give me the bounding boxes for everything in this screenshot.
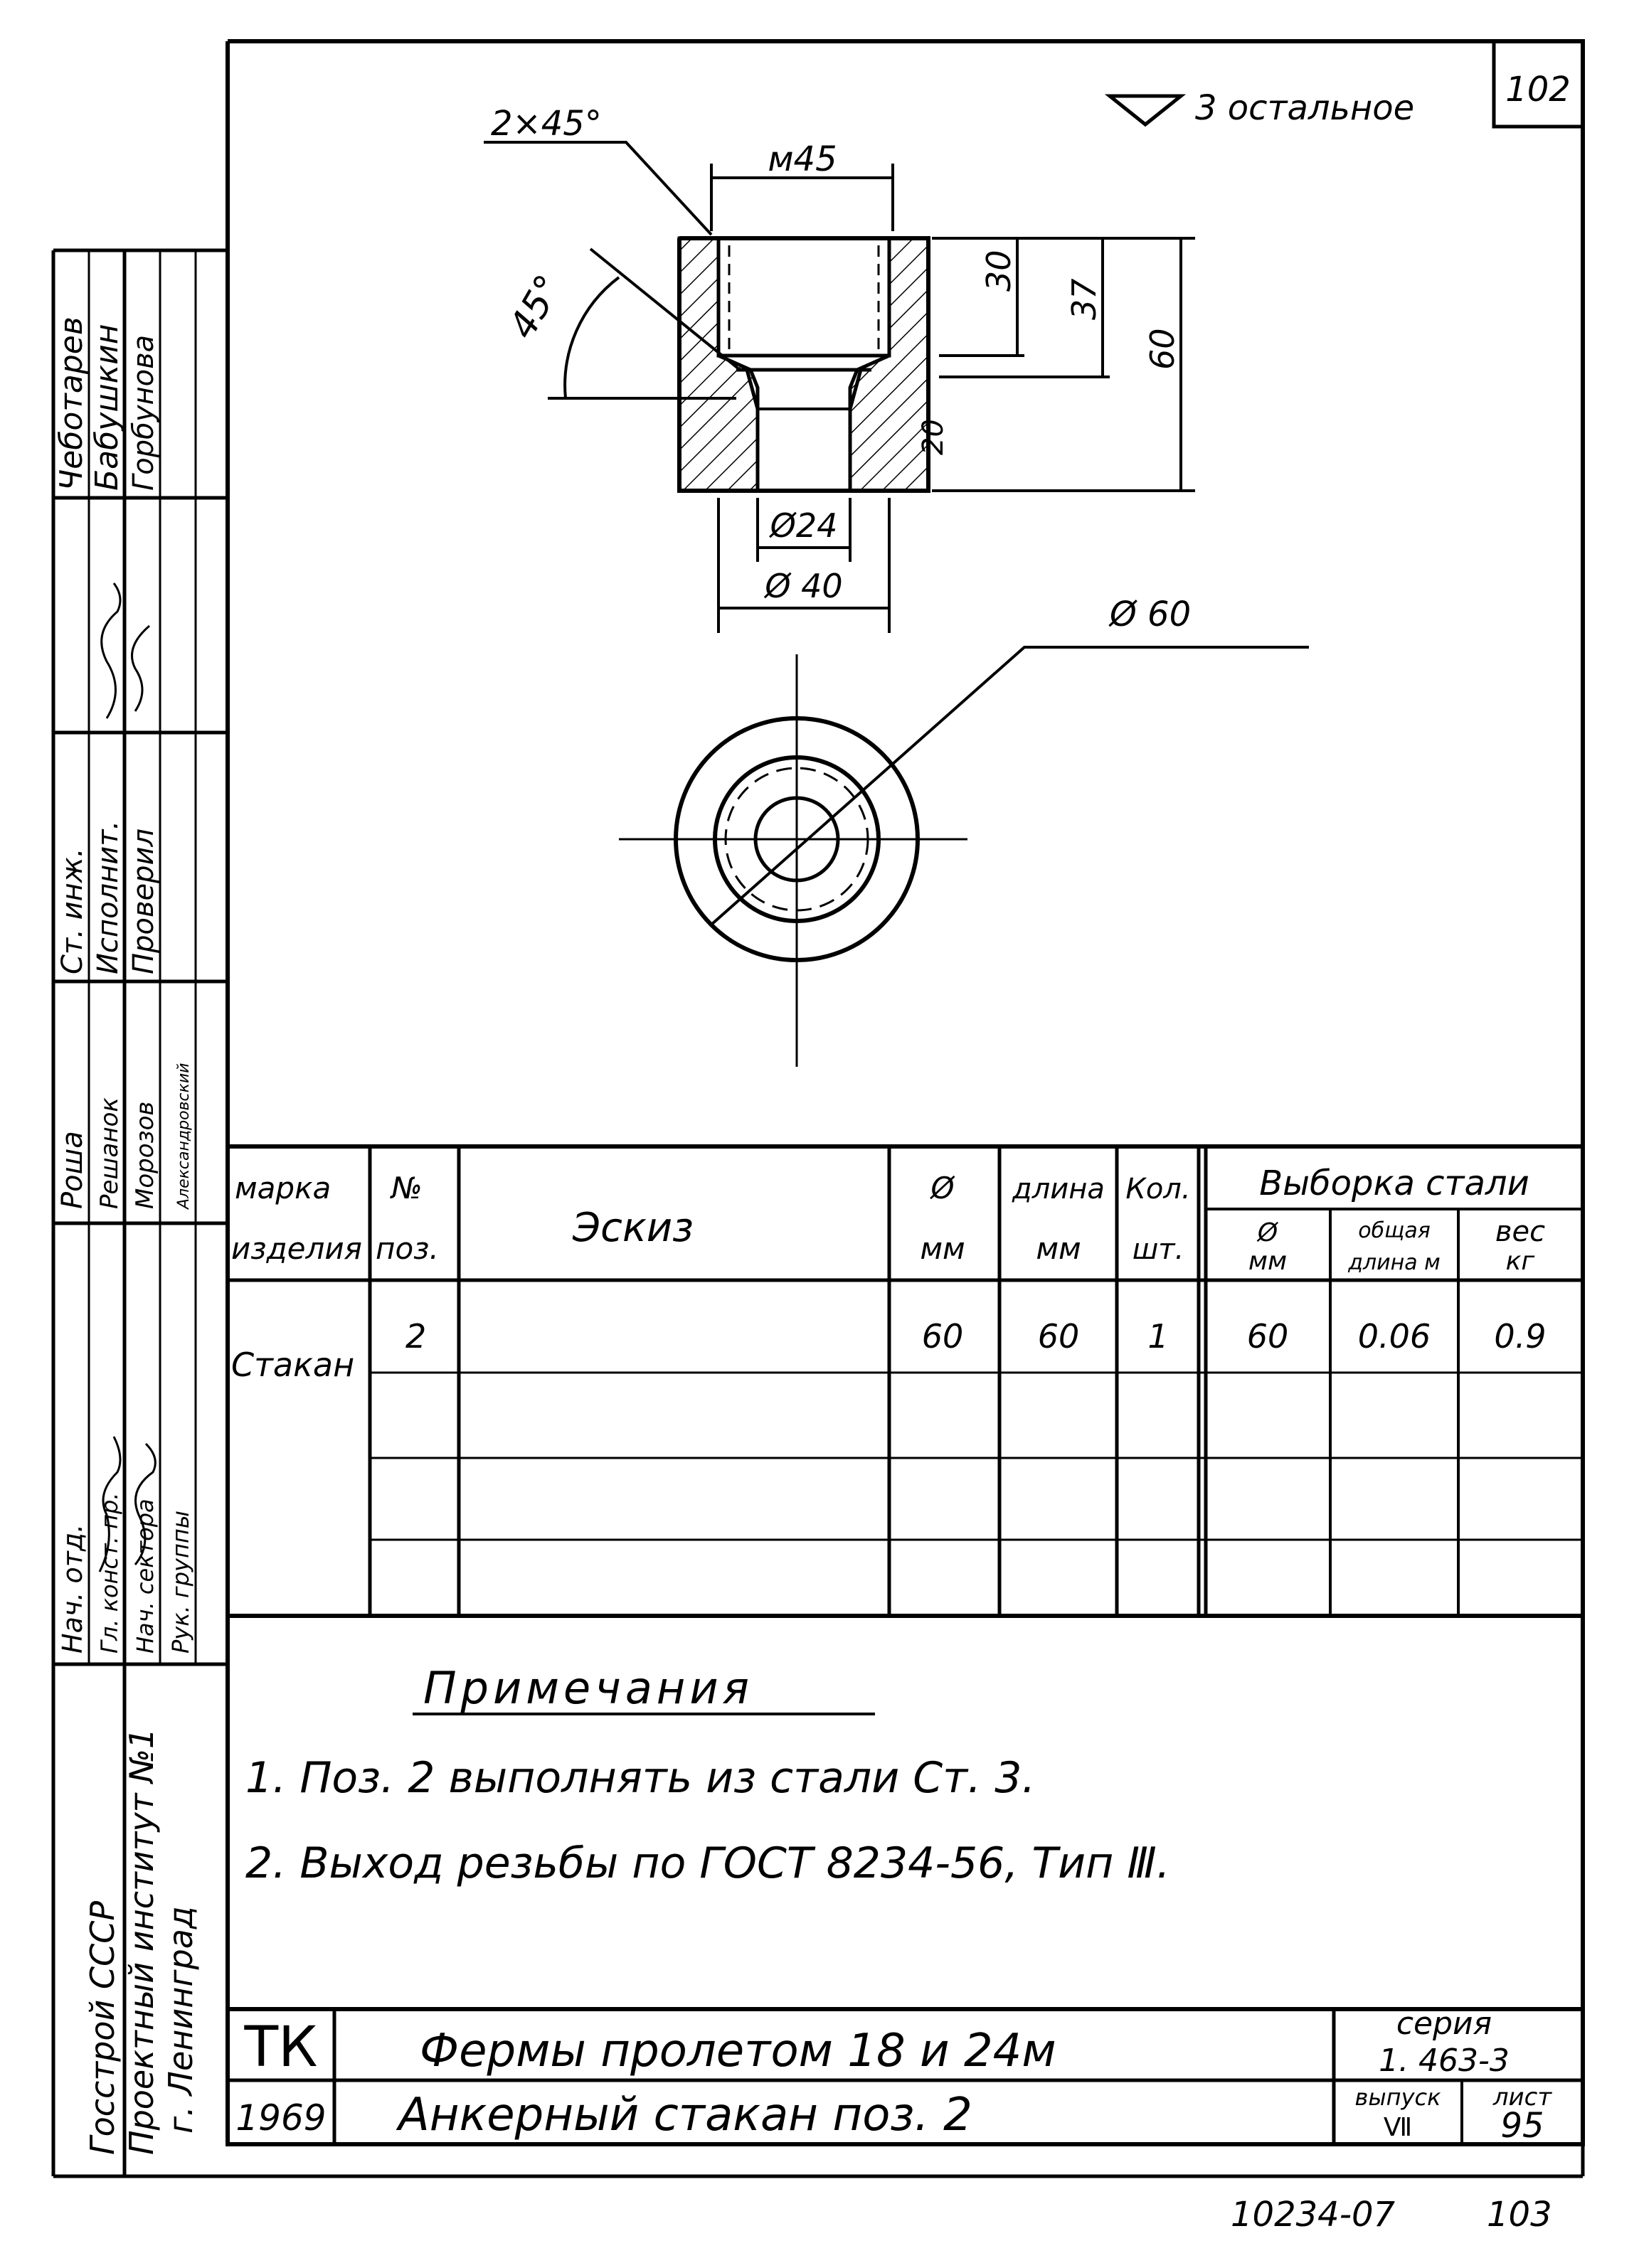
stamp-org-3: г. Ленинград [161,1906,200,2134]
cell-sel-total: 0.06 [1358,1317,1431,1356]
table-row: Стакан 2 60 60 1 60 0.06 0.9 [231,1317,1547,1384]
signature-4 [131,624,150,712]
sheet-label: лист [1492,2083,1553,2112]
hdr-length-2: мм [1036,1231,1081,1266]
issue-label: выпуск [1355,2084,1442,2111]
stamp-name-4: Александровский [175,1063,193,1210]
logo-tk: ТК [243,2016,317,2080]
series-label: серия [1396,2006,1492,2042]
hdr-sel-weight-2: кг [1506,1247,1536,1276]
sheet-value: 95 [1500,2106,1544,2146]
hdr-diam-1: Ø [929,1171,955,1205]
stamp-name-3: Морозов [131,1102,159,1209]
dim-20: 20 [917,419,950,455]
title-line-2: Анкерный стакан поз. 2 [396,2089,972,2141]
signature-2 [134,1442,157,1565]
bore-label: Ø24 [769,506,838,545]
stamp-name-5: Чеботарев [53,316,90,491]
cell-sel-weight: 0.9 [1494,1317,1546,1356]
hdr-marka-1: марка [235,1171,331,1205]
stamp-role-5: Ст. инж. [56,848,89,974]
cell-marka: Стакан [231,1346,354,1384]
stamp-org-1: Госстрой СССР [83,1901,122,2155]
hdr-diam-2: мм [920,1231,965,1266]
hdr-sel-diam-1: Ø [1256,1218,1279,1247]
footer: 10234-07 103 [1231,2195,1552,2235]
dim-30: 30 [980,250,1018,292]
stamp-role-4: Рук. группы [167,1511,194,1654]
roughness-text: 3 остальное [1195,88,1414,128]
notes: Примечания 1. Поз. 2 выполнять из стали … [245,1662,1170,1888]
footer-code: 10234-07 [1231,2195,1396,2235]
footer-page: 103 [1487,2195,1552,2235]
outer-diameter-label: Ø 60 [1108,595,1191,634]
title-block: ТК 1969 Фермы пролетом 18 и 24м Анкерный… [228,2006,1583,2146]
angle-label: 45° [501,268,571,346]
hdr-pos-2: поз. [376,1231,439,1266]
sheet-number-box: 102 [1492,39,1585,129]
dim-37: 37 [1065,278,1103,320]
chamfer-label: 2×45° [491,104,602,144]
hdr-qty-2: шт. [1133,1233,1184,1266]
year: 1969 [235,2097,326,2139]
spec-table: марка изделия № поз. Эскиз Ø мм длина мм… [226,1144,1585,1618]
stamp-name-1: Роша [56,1131,89,1209]
signature-1 [98,1436,122,1572]
signature-3 [100,582,122,719]
sheet-number: 102 [1505,70,1571,110]
hdr-sel-diam-2: мм [1248,1247,1287,1276]
hdr-sketch: Эскиз [572,1205,694,1251]
cell-pos: 2 [405,1317,426,1356]
hdr-sel-total-1: общая [1358,1218,1431,1243]
cell-diam: 60 [922,1317,964,1356]
stamp-role-2: Гл. конст. пр. [96,1493,123,1654]
side-stamp: Госстрой СССР Проектный институт №1 г. Л… [53,250,228,2176]
cell-qty: 1 [1147,1317,1168,1356]
cell-length: 60 [1038,1317,1080,1356]
section-view: 2×45° м45 45° 30 37 60 20 Ø24 Ø 40 [484,104,1195,633]
hdr-length-1: длина [1012,1173,1105,1205]
stamp-name-6: Бабушкин [89,324,125,491]
stamp-org-2: Проектный институт №1 [122,1728,161,2155]
dim-60: 60 [1143,328,1182,370]
stamp-role-7: Проверил [127,829,160,974]
hdr-sel-total-2: длина м [1347,1250,1441,1275]
issue-value: Ⅶ [1384,2113,1412,2142]
note-1: 1. Поз. 2 выполнять из стали Ст. 3. [245,1753,1036,1803]
stamp-name-7: Горбунова [127,335,160,491]
notes-title: Примечания [423,1662,753,1714]
note-2: 2. Выход резьбы по ГОСТ 8234-56, Тип Ⅲ. [245,1838,1170,1888]
stamp-role-3: Нач. сектора [132,1498,159,1654]
series-value: 1. 463-3 [1379,2043,1510,2079]
stamp-role-1: Нач. отд. [57,1524,88,1654]
cell-sel-diam: 60 [1247,1317,1289,1356]
hdr-selection: Выборка стали [1259,1164,1529,1203]
stamp-name-2: Решанок [95,1097,124,1209]
title-line-1: Фермы пролетом 18 и 24м [420,2025,1056,2077]
thread-label: м45 [768,139,837,179]
plan-view: Ø 60 [619,595,1309,1067]
roughness-note: 3 остальное [1104,88,1414,128]
diameter-40-label: Ø 40 [763,567,842,605]
hdr-qty-1: Кол. [1125,1173,1190,1205]
hdr-sel-weight-1: вес [1495,1215,1545,1248]
hdr-pos-1: № [390,1171,423,1205]
hdr-marka-2: изделия [231,1231,362,1266]
stamp-role-6: Исполнит. [92,821,124,974]
